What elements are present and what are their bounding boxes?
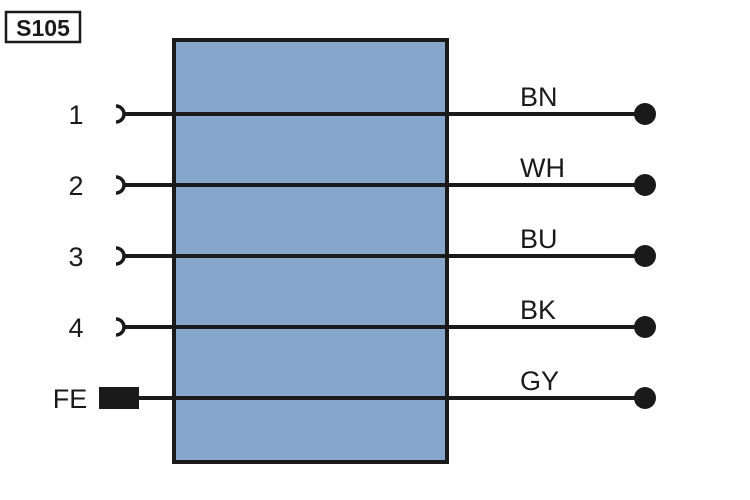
wire-end-dot-icon [634, 103, 656, 125]
diagram-label: S105 [16, 15, 70, 41]
wire-row-3: 3 BU [68, 224, 656, 272]
socket-terminal-icon [115, 317, 126, 337]
wire-end-dot-icon [634, 174, 656, 196]
wire-color-label: WH [520, 153, 565, 183]
fe-terminal-icon [99, 387, 139, 409]
socket-terminal-icon [115, 175, 126, 195]
label-box [4, 10, 82, 44]
wire-color-label: BK [520, 295, 556, 325]
wire-end-dot-icon [634, 316, 656, 338]
wire-row-4: 4 BK [68, 295, 656, 343]
pin-label: FE [53, 384, 88, 414]
wire-color-label: BN [520, 82, 558, 112]
wire-color-label: GY [520, 366, 559, 396]
pin-label: 4 [68, 313, 83, 343]
wire-row-1: 1 BN [68, 82, 656, 130]
wire-end-dot-icon [634, 387, 656, 409]
socket-terminal-icon [115, 246, 126, 266]
wire-rows: 1 BN 2 WH 3 BU 4 BK FE GY [53, 82, 656, 414]
wire-row-fe: FE GY [53, 366, 656, 414]
connector-housing [172, 38, 449, 464]
pin-label: 2 [68, 171, 83, 201]
wire-color-label: BU [520, 224, 558, 254]
wire-end-dot-icon [634, 245, 656, 267]
pin-label: 1 [68, 100, 83, 130]
pin-label: 3 [68, 242, 83, 272]
wire-row-2: 2 WH [68, 153, 656, 201]
socket-terminal-icon [115, 104, 126, 124]
